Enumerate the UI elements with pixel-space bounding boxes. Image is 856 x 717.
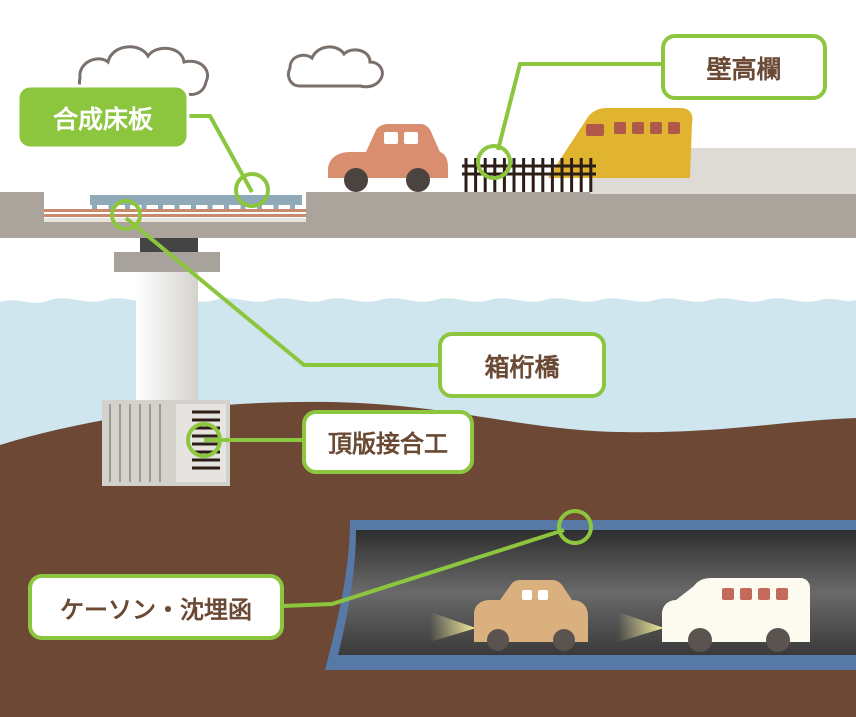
label-wall-railing-text: 壁高欄 [706, 55, 781, 84]
label-top-slab-joint-text: 頂版接合工 [328, 430, 448, 458]
leader-caisson [281, 528, 565, 608]
highlight-circle-tunnel [557, 509, 593, 545]
headlight-beam-left [430, 612, 476, 642]
composite-deck-rebar-2 [44, 214, 306, 217]
deck-tooth [224, 205, 229, 209]
label-top-slab-joint: 頂版接合工 [302, 410, 474, 474]
bus-upper [548, 108, 693, 178]
highlight-circle-railing [476, 144, 512, 180]
composite-deck-teeth [92, 205, 295, 209]
deck-tooth [141, 205, 147, 209]
pier-cap [114, 252, 220, 272]
label-caisson: ケーソン・沈埋函 [28, 574, 284, 640]
label-composite-deck-text: 合成床板 [53, 105, 153, 134]
composite-deck-base [44, 218, 306, 222]
label-box-girder: 箱桁橋 [438, 332, 606, 398]
caisson-ribs [109, 404, 161, 482]
highlight-circle-girder [110, 199, 142, 231]
deck-tooth [191, 205, 196, 209]
deck-tooth [108, 205, 114, 209]
car-tunnel [474, 580, 588, 651]
label-composite-deck: 合成床板 [16, 84, 190, 150]
bearing-dark [140, 238, 198, 252]
highlight-circle-joint [186, 422, 222, 458]
composite-deck-rebar-1 [44, 209, 306, 212]
highlight-circle-deck [234, 172, 270, 208]
deck-tooth [290, 205, 295, 209]
composite-deck-panel-top [90, 195, 302, 205]
pier-column [136, 272, 198, 402]
deck-tooth [92, 205, 97, 209]
deck-tooth [125, 205, 130, 209]
label-wall-railing: 壁高欄 [661, 34, 827, 100]
leader-composite-deck [186, 114, 254, 193]
leader-wall-railing [496, 62, 663, 151]
cloud-right [286, 45, 384, 89]
deck-tooth [158, 205, 163, 209]
label-caisson-text: ケーソン・沈埋函 [60, 596, 252, 624]
leader-box-girder [124, 216, 440, 367]
deck-tooth [240, 205, 246, 209]
deck-tooth [273, 205, 279, 209]
deck-tooth [174, 205, 180, 209]
headlight-beam-right [618, 612, 664, 642]
deck-tooth [257, 205, 262, 209]
label-box-girder-text: 箱桁橋 [484, 353, 560, 382]
car-upper [328, 124, 448, 192]
deck-tooth [207, 205, 213, 209]
bus-tunnel [662, 578, 810, 652]
